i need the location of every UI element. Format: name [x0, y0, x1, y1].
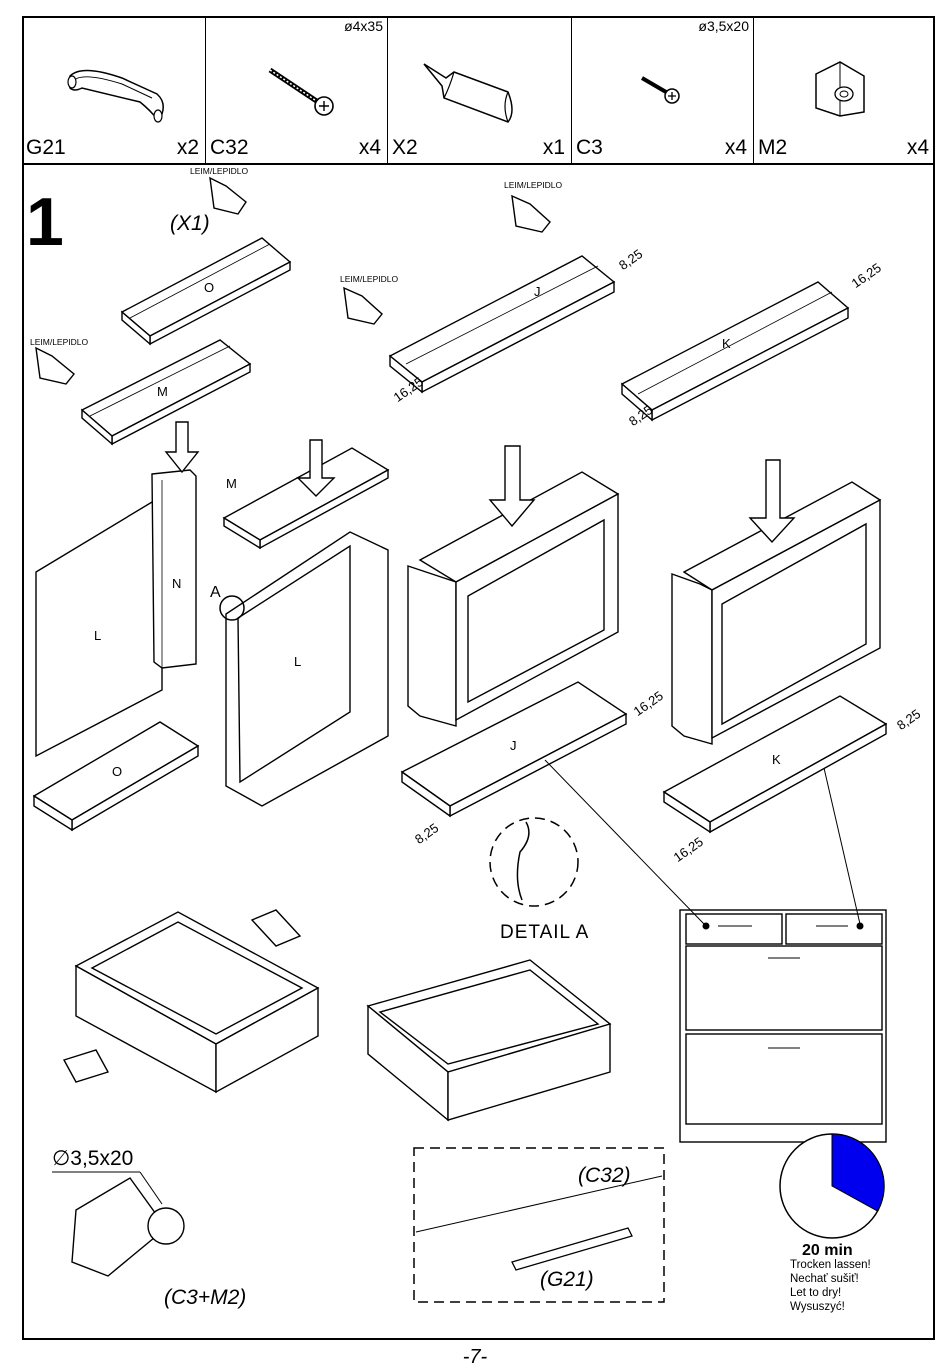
part-qty: x4 — [724, 136, 747, 159]
drying-note: 20 min Trocken lassen! Nechať sušiť! Let… — [790, 1242, 871, 1314]
panel-k-top — [620, 281, 850, 422]
panel-label-o: O — [112, 764, 123, 779]
part-dimension: ø3,5x20 — [698, 18, 749, 34]
part-qty: x4 — [906, 136, 929, 159]
step-number: 1 — [26, 184, 64, 260]
screw-icon — [268, 67, 334, 116]
part-code: G21 — [26, 136, 66, 159]
bracket-label: (C3+M2) — [164, 1286, 247, 1309]
detail-marker: A — [210, 584, 221, 601]
panel-label-o: O — [204, 280, 215, 295]
drying-line-pl: Wysuszyć! — [790, 1301, 845, 1313]
screw-spec: ∅3,5x20 — [52, 1147, 134, 1170]
corner-bracket-icon — [815, 61, 865, 117]
panel-label-j: J — [510, 738, 517, 753]
part-dimension: ø4x35 — [344, 18, 383, 34]
handle-icon — [67, 69, 164, 123]
part-code: C32 — [210, 136, 249, 159]
page-number: -7- — [462, 1346, 488, 1368]
panel-label-l: L — [94, 628, 102, 643]
part-cell-c3: ø3,5x20 C3 x4 — [572, 16, 754, 163]
panel-label-j: J — [534, 284, 541, 299]
glue-tube-icon — [423, 63, 513, 123]
parts-table: G21 x2 ø4x35 C32 x4 X2 x1 ø3,5x20 C3 x4 — [22, 16, 935, 165]
panel-label-k: K — [772, 752, 781, 767]
part-cell-g21: G21 x2 — [22, 16, 206, 163]
part-qty: x1 — [542, 136, 565, 159]
drying-line-de: Trocken lassen! — [790, 1259, 871, 1271]
drying-clock-fill — [831, 1133, 885, 1212]
detail-caption: DETAIL A — [500, 922, 590, 943]
part-cell-m2: M2 x4 — [754, 16, 935, 163]
panel-label-n: N — [172, 576, 182, 591]
part-code: C3 — [576, 136, 603, 159]
drying-clock-icon — [779, 1133, 885, 1239]
panel-m-top — [80, 339, 252, 446]
panel-label-m: M — [157, 384, 168, 399]
part-code: M2 — [758, 136, 788, 159]
drying-minutes: 20 min — [802, 1242, 853, 1259]
panel-o-top — [120, 237, 292, 346]
handle-label: (G21) — [540, 1268, 594, 1291]
glue-label: LEIM/LEPIDLO — [30, 337, 89, 347]
part-cell-c32: ø4x35 C32 x4 — [206, 16, 388, 163]
glue-label: LEIM/LEPIDLO — [340, 274, 399, 284]
part-code: X2 — [392, 136, 418, 159]
panel-label-k: K — [722, 336, 731, 351]
small-screw-icon — [640, 76, 680, 104]
glue-label: LEIM/LEPIDLO — [190, 166, 249, 176]
part-qty: x2 — [176, 136, 199, 159]
part-cell-x2: X2 x1 — [388, 16, 572, 163]
drying-line-sk: Nechať sušiť! — [790, 1273, 859, 1285]
panel-j-top — [388, 255, 616, 394]
panel-label-m: M — [226, 476, 237, 491]
drying-line-en: Let to dry! — [790, 1287, 842, 1299]
part-qty: x4 — [358, 136, 381, 159]
panel-label-l: L — [294, 654, 302, 669]
glue-quantity: (X1) — [170, 212, 210, 235]
instruction-sheet-frame — [22, 16, 935, 1340]
glue-label: LEIM/LEPIDLO — [504, 180, 563, 190]
handle-screw-label: (C32) — [578, 1164, 631, 1187]
